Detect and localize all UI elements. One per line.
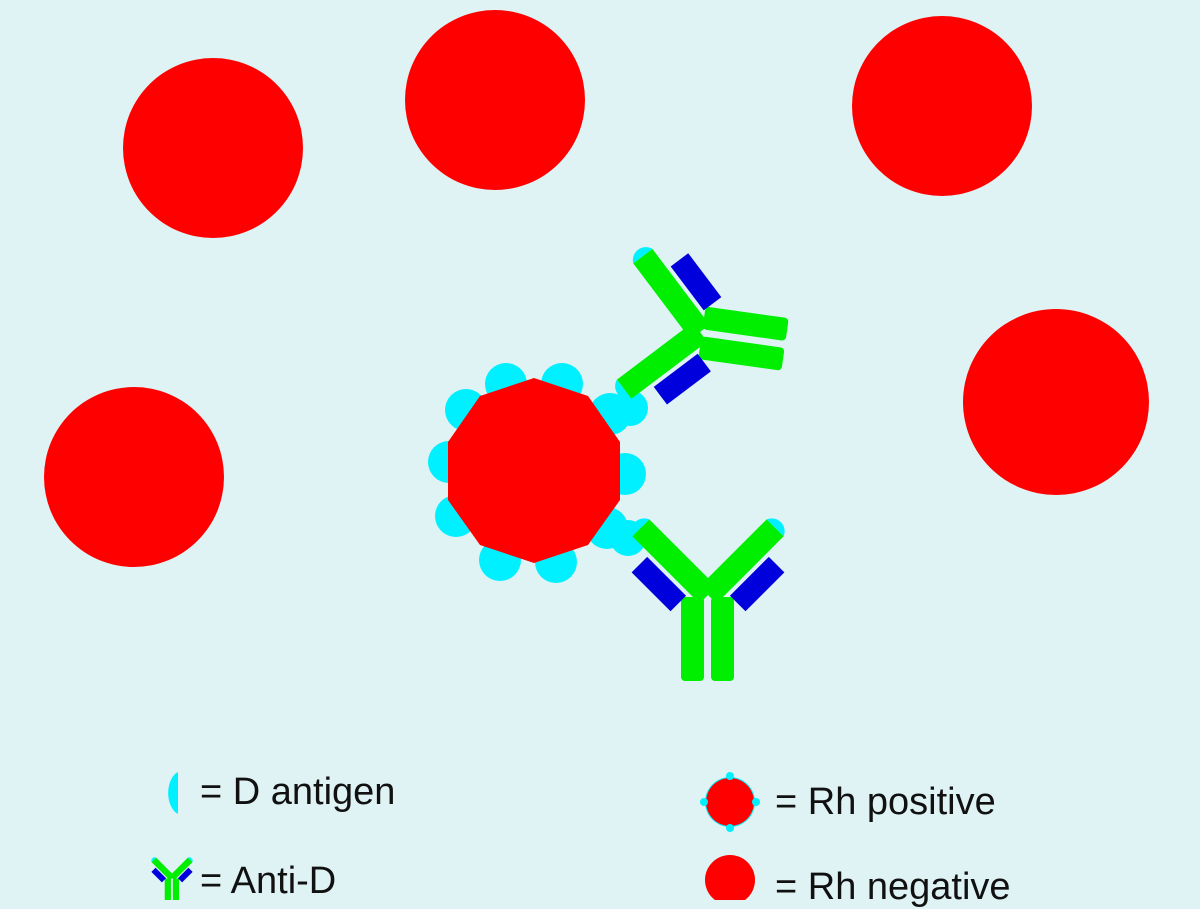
rh-negative-legend-icon — [705, 855, 755, 900]
rh-positive-cell — [428, 363, 648, 583]
rh-positive-cell-body — [448, 378, 620, 563]
rh-negative-cell — [852, 16, 1032, 196]
legend-rh-negative: = Rh negative — [775, 866, 1011, 908]
rh-positive-legend-icon — [700, 772, 760, 832]
anti-d-legend-icon — [145, 856, 199, 900]
legend-anti-d: = Anti-D — [200, 860, 337, 902]
legend-rh-positive: = Rh positive — [775, 781, 996, 823]
rh-negative-cell — [44, 387, 224, 567]
rh-negative-cell — [123, 58, 303, 238]
rh-negative-cell — [405, 10, 585, 190]
anti-d-antibody — [608, 513, 808, 681]
legend-d-antigen: = D antigen — [200, 771, 396, 813]
d-antigen-legend-icon — [168, 772, 178, 814]
rh-negative-cell — [963, 309, 1149, 495]
